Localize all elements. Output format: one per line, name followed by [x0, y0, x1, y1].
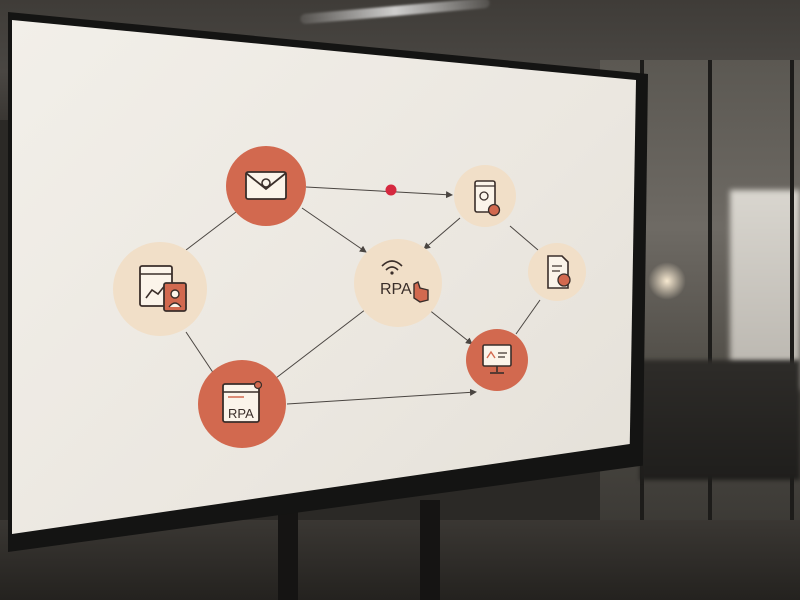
rpa-window-icon	[222, 380, 263, 423]
node-document-user	[528, 243, 586, 301]
phone-bug-user-icon	[474, 180, 501, 217]
monitor-stand-leg	[278, 500, 298, 600]
node-rpa-bot: RPA	[354, 239, 442, 327]
browser-chart-badge-icon	[139, 265, 187, 312]
rpa-wifi-hand-icon	[381, 260, 403, 275]
edge-rpa-to-rpawindow	[275, 305, 371, 379]
pendant-lamp	[648, 262, 686, 300]
edge-document-to-monitor	[515, 299, 541, 335]
edge-mobile-to-document	[509, 225, 539, 251]
email-gear-icon	[245, 171, 287, 200]
office-desk	[640, 360, 800, 480]
connector-dot	[385, 184, 397, 196]
diagram-edges	[185, 184, 541, 405]
pointer-hand-icon	[413, 281, 429, 303]
monitor-stand-leg	[420, 500, 440, 600]
edge-rpawindow-to-monitor	[286, 388, 477, 405]
glass-mullion	[790, 60, 794, 540]
node-rpa-window: RPA	[198, 360, 286, 448]
glass-mullion	[708, 60, 712, 540]
node-email	[226, 146, 306, 226]
edge-email-to-browser	[185, 211, 237, 251]
edge-rpa-to-monitor	[427, 308, 473, 345]
node-browser-profile	[113, 242, 207, 336]
monitor-chart-icon	[482, 344, 512, 374]
edge-email-to-rpa	[301, 207, 367, 253]
rpa-window-label: RPA	[228, 406, 254, 421]
edge-browser-to-rpawindow	[185, 331, 215, 375]
document-user-icon	[547, 255, 571, 289]
node-mobile-alert	[454, 165, 516, 227]
edge-email-to-mobile	[305, 186, 453, 199]
node-monitor	[466, 329, 528, 391]
node-rpa-circle	[354, 239, 442, 327]
office-window	[730, 190, 800, 390]
edge-mobile-to-rpa	[423, 217, 461, 250]
rpa-label: RPA	[380, 281, 412, 298]
